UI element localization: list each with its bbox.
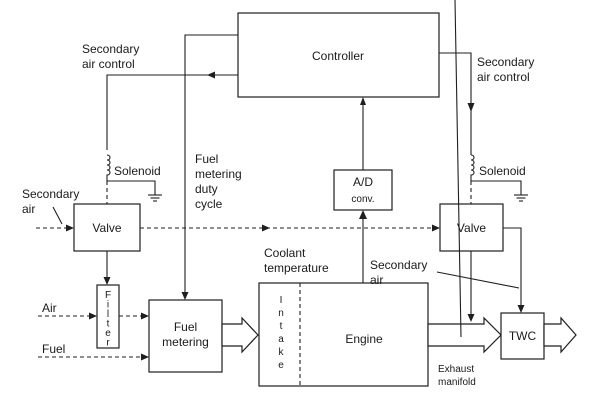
intake-letter: t [280,321,283,332]
exhaust-manifold-label-2: manifold [438,377,476,388]
ad-converter-label-1: A/D [353,175,373,189]
right-secondary-air-control-label-1: Secondary [477,55,534,69]
controller-label: Controller [312,49,364,63]
ground-icon [514,194,528,202]
filter-to-fuel-metering-line [119,312,149,320]
arrow-up-icon [359,210,367,219]
arrow-right-icon [141,353,149,361]
fuel-metering-duty-cycle-label-4: cycle [195,197,223,211]
left-secondary-air-control-label-1: Secondary [82,42,139,56]
right-valve-label: Valve [457,221,486,235]
right-secondary-air-control-signal [439,52,475,155]
arrow-right-icon [432,224,440,232]
coolant-temperature-label-2: temperature [264,261,329,275]
secondary-air-supply-line [140,224,440,232]
ad-to-controller-signal [360,97,366,170]
filter-letter: r [106,338,110,349]
arrow-down-icon [181,292,189,300]
fuel-metering-block: Fuel metering [148,299,223,373]
ad-converter-block: A/D conv. [333,169,393,211]
secondary-air-input-label-1: Secondary [22,187,79,201]
secondary-air-to-exhaust-line [467,251,475,322]
coolant-temperature-signal [359,210,367,283]
fuel-metering-label-2: metering [162,335,209,349]
air-input-label: Air [42,301,57,315]
secondary-air-mid-label-1: Secondary [370,258,427,272]
left-secondary-air-control-signal [106,71,238,150]
secondary-air-input-label-2: air [22,202,35,216]
valve-to-filter-line [103,251,111,285]
arrow-down-icon [467,314,475,322]
fuel-metering-duty-cycle-label-1: Fuel [195,152,218,166]
solenoid-coil-icon [470,154,475,181]
exhaust-flow-arrow [427,316,502,354]
twc-label: TWC [509,329,537,343]
secondary-air-pointer [436,271,520,289]
right-solenoid [470,154,528,204]
arrow-right-icon [262,224,270,232]
arrow-right-icon [141,312,149,320]
filter-letter: F [105,290,111,301]
intake-letter: a [278,334,284,345]
fuel-metering-duty-cycle-signal [181,34,238,300]
arrow-up-icon [360,97,366,105]
exhaust-manifold-label-1: Exhaust [438,364,474,375]
arrow-right-icon [66,224,74,232]
right-valve-block: Valve [439,203,504,252]
intake-letter: n [278,308,284,319]
filter-letter: e [105,328,111,339]
filter-letter: i [107,300,109,311]
engine-label: Engine [345,332,383,346]
arrow-down-icon [467,103,475,112]
filter-letter: t [107,319,110,330]
right-secondary-air-control-label-2: air control [477,70,530,84]
coolant-temperature-label-1: Coolant [264,246,306,260]
controller-block: Controller [237,12,440,98]
fuel-mixture-flow-arrow [221,316,259,354]
right-solenoid-label: Solenoid [479,164,526,178]
left-valve-block: Valve [73,203,141,252]
intake-letter: k [279,347,285,358]
left-solenoid [106,154,162,204]
fuel-metering-duty-cycle-label-3: duty [195,182,218,196]
arrow-down-icon [517,305,525,313]
exhaust-manifold-pointer [454,0,462,338]
secondary-air-to-twc-line [503,227,525,313]
fuel-metering-duty-cycle-label-2: metering [195,167,242,181]
secondary-air-input [36,206,74,232]
solenoid-coil-icon [106,154,111,181]
ground-icon [148,194,162,202]
fuel-input-label: Fuel [42,342,65,356]
filter-letter: l [107,309,109,320]
intake-letter: I [280,295,283,306]
arrow-left-icon [207,71,215,79]
ad-converter-label-2: conv. [351,194,374,205]
arrow-down-icon [103,277,111,285]
arrow-right-icon [89,312,97,320]
left-solenoid-label: Solenoid [114,164,161,178]
tailpipe-flow-arrow [543,316,577,354]
fuel-input [38,353,149,361]
secondary-air-mid-label-2: air [370,273,383,287]
left-secondary-air-control-label-2: air control [82,57,135,71]
left-valve-label: Valve [92,221,121,235]
twc-block: TWC [500,312,545,360]
air-input [38,312,97,320]
intake-letter: e [278,360,284,371]
fuel-metering-label-1: Fuel [174,320,197,334]
